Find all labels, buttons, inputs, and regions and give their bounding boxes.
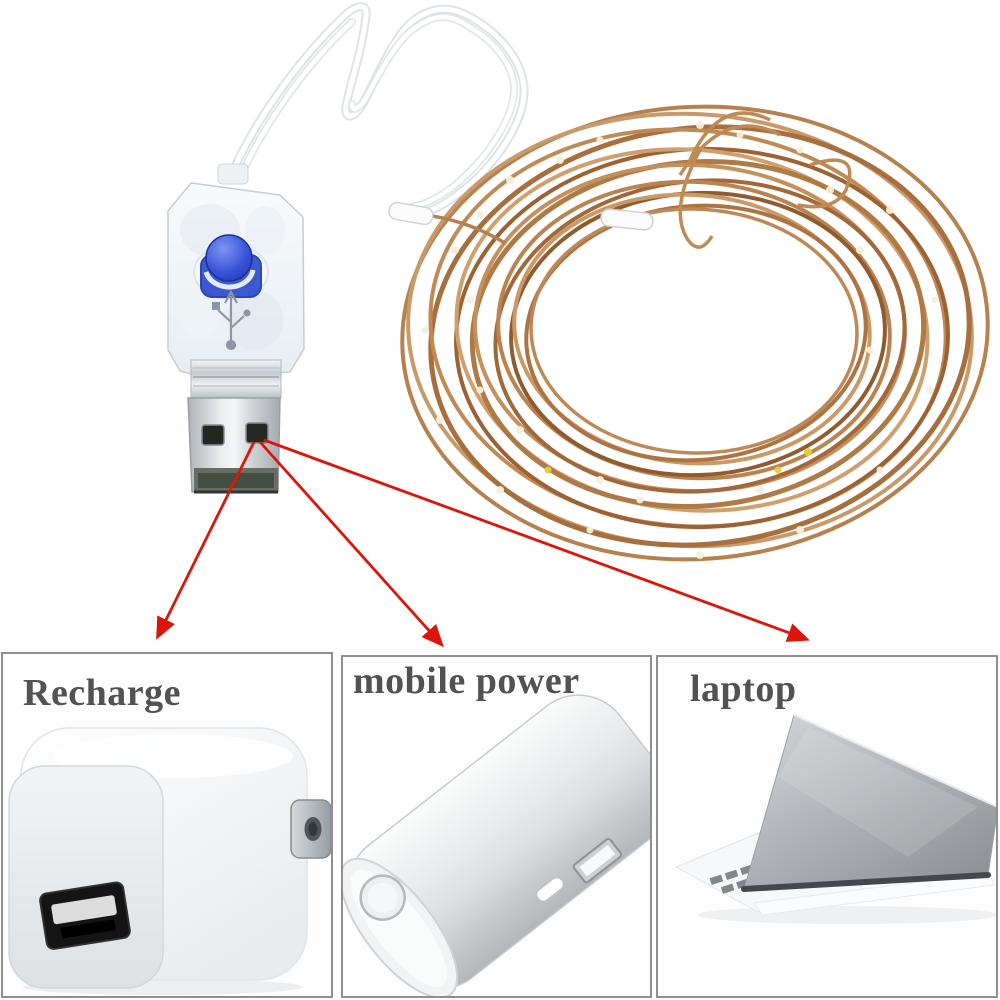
- charger-usb-port: [39, 881, 131, 950]
- usb-contact-hole: [201, 424, 225, 446]
- panel-title: Recharge: [23, 672, 182, 714]
- panel-title: laptop: [690, 668, 797, 710]
- connection-arrows: [156, 438, 810, 648]
- arrow-to-laptop: [263, 438, 810, 642]
- usb-a-plug: [187, 359, 282, 494]
- power-mode-button[interactable]: [193, 234, 269, 300]
- laptop-illustration: [674, 714, 996, 924]
- usb-contact-hole: [245, 422, 269, 444]
- cable-strain-relief: [217, 163, 249, 185]
- copper-wire-coil: [388, 104, 990, 562]
- charger-front-face: [8, 765, 164, 989]
- top-figure: [156, 2, 990, 648]
- panel-mobile-power: mobile power: [341, 655, 652, 998]
- coil-tie-wire: [678, 111, 852, 249]
- laptop-hinge: [741, 872, 991, 892]
- feeder-wire: [431, 214, 506, 245]
- panel-title: mobile power: [353, 660, 580, 702]
- usb-light-controller: [167, 163, 305, 494]
- wire-sleeve: [388, 201, 654, 231]
- clear-cable: [225, 2, 529, 221]
- arrow-to-recharge: [156, 441, 256, 640]
- usb-trident-icon: [212, 289, 251, 351]
- led-glints: [421, 121, 939, 559]
- micro-usb-port: [535, 876, 565, 903]
- laptop-deck-edge: [753, 872, 995, 916]
- panel-laptop: laptop: [656, 655, 998, 998]
- power-bank-illustration: [343, 694, 650, 996]
- usb-wall-charger-illustration: [8, 727, 331, 995]
- arrow-to-mobile-power: [258, 441, 444, 648]
- plug-prong: [290, 799, 331, 859]
- panel-recharge: Recharge: [1, 652, 333, 998]
- laptop-shadow: [698, 906, 996, 924]
